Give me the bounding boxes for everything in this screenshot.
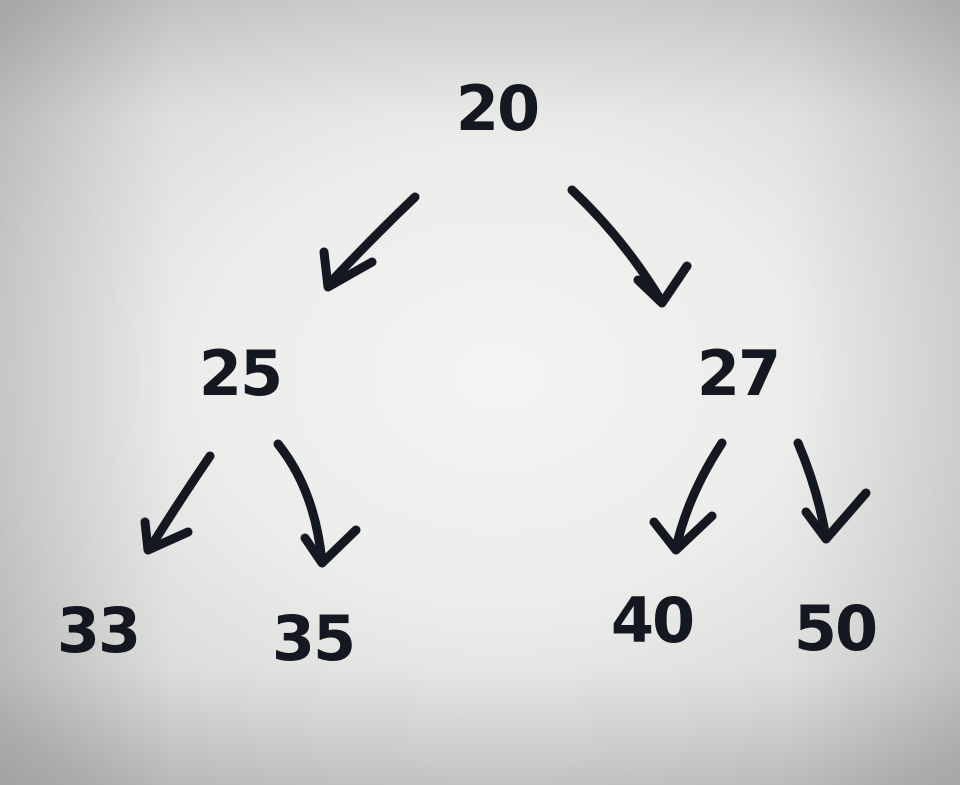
arrow-head (649, 511, 717, 555)
arrow-head (319, 247, 377, 292)
arrow-shaft (273, 439, 327, 567)
arrow-shaft (567, 185, 667, 307)
arrow-shaft (793, 438, 831, 543)
edge-left-to-leftright (273, 439, 361, 568)
node-left: 25 (199, 337, 281, 410)
arrow-head (801, 488, 871, 544)
edge-right-to-rightleft (649, 438, 727, 555)
arrow-head (633, 261, 692, 308)
node-right-left: 40 (611, 584, 693, 657)
node-right-right: 50 (794, 592, 876, 665)
edge-left-to-leftleft (140, 451, 215, 555)
node-left-left: 33 (57, 594, 139, 667)
arrow-head (300, 525, 361, 568)
arrow-shaft (145, 451, 215, 553)
arrow-shaft (671, 438, 727, 553)
arrow-head (140, 517, 193, 555)
edge-right-to-rightright (793, 438, 871, 544)
arrow-shaft (323, 192, 420, 290)
edge-root-to-left (319, 192, 420, 292)
node-root: 20 (456, 72, 538, 145)
edge-root-to-right (567, 185, 692, 308)
node-right: 27 (697, 337, 779, 410)
node-left-right: 35 (272, 602, 354, 675)
